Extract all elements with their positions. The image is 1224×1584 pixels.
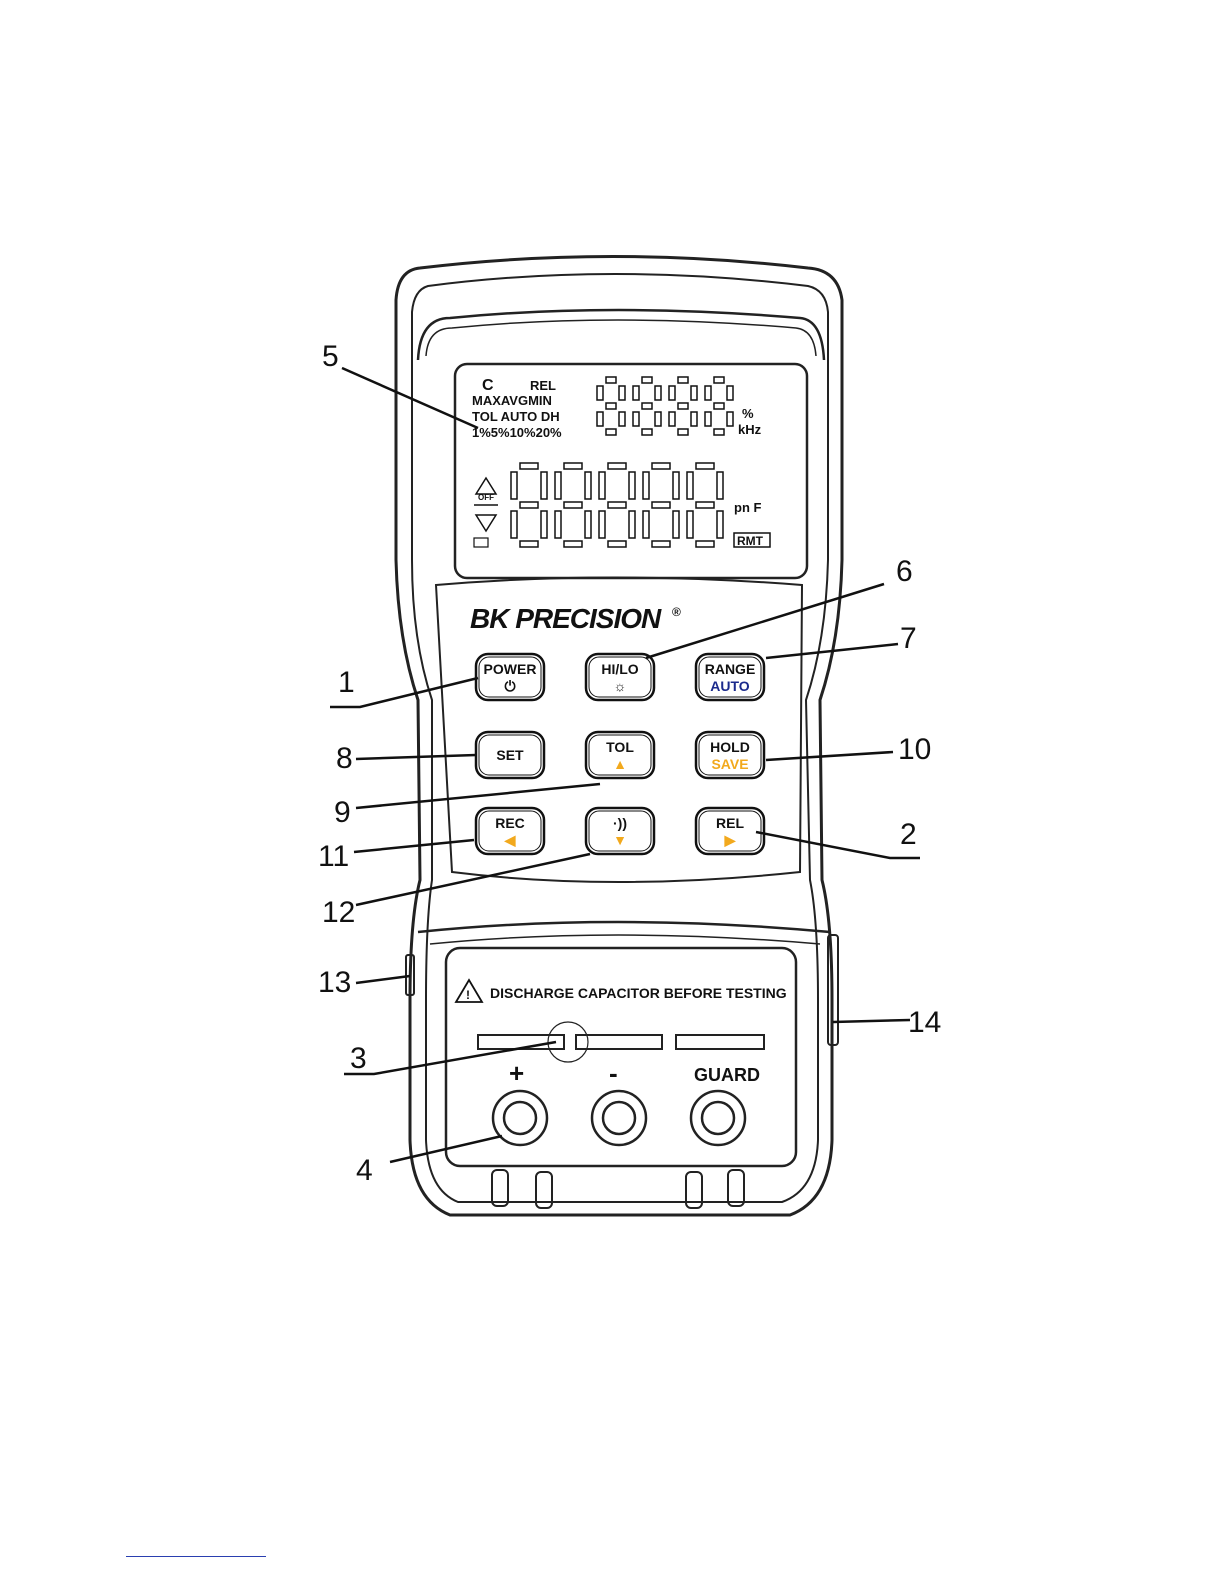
warning-label: ! DISCHARGE CAPACITOR BEFORE TESTING: [456, 980, 787, 1002]
lcd-primary-digit: [511, 463, 547, 547]
rel-button-label: REL: [716, 815, 744, 831]
callout-1: 1: [338, 666, 355, 699]
lcd-unit-farad: pn F: [734, 500, 761, 515]
callout-7: 7: [900, 622, 917, 655]
rel-button[interactable]: REL▶: [696, 808, 764, 854]
terminal-minus-jack: [592, 1091, 646, 1145]
footer-link-underline: [126, 1556, 266, 1557]
callout-8: 8: [336, 742, 353, 775]
callout-4: 4: [356, 1154, 373, 1187]
hilo-button-sub: ☼: [614, 678, 627, 694]
test-slots: [478, 1022, 764, 1062]
lcd-secondary-digit: [669, 377, 697, 435]
lcd-rel: REL: [530, 378, 556, 393]
hold-button-label: HOLD: [710, 739, 750, 755]
lcd-primary-digit: [555, 463, 591, 547]
power-button-sub: ⏻: [504, 678, 515, 694]
power-button[interactable]: POWER⏻: [476, 654, 544, 700]
terminal-guard-jack: [691, 1091, 745, 1145]
set-button[interactable]: SET: [476, 732, 544, 778]
callout-10: 10: [898, 733, 931, 766]
lcd-rmt: RMT: [734, 533, 770, 548]
lcd-tol-row: TOL AUTO DH: [472, 409, 560, 424]
terminal-guard-label: GUARD: [694, 1065, 760, 1085]
callout-5: 5: [322, 340, 339, 373]
lcd-primary-digits: [511, 463, 723, 547]
lcd-primary-digit: [599, 463, 635, 547]
tol-button-sub: ▲: [613, 756, 627, 772]
range-button-sub: AUTO: [710, 678, 750, 694]
brand-registered: ®: [672, 605, 681, 619]
lcd-primary-digit: [643, 463, 679, 547]
callout-13: 13: [318, 966, 351, 999]
brand-logo-text: BK PRECISION: [470, 603, 662, 634]
lcd-unit-khz: kHz: [738, 422, 762, 437]
lcd-unit-percent: %: [742, 406, 754, 421]
warning-text: DISCHARGE CAPACITOR BEFORE TESTING: [490, 985, 787, 1001]
callout-11: 11: [318, 840, 349, 873]
rec-button[interactable]: REC◀: [476, 808, 544, 854]
svg-text:!: !: [466, 988, 470, 1002]
lcd-secondary-digits: [597, 377, 733, 435]
callout-6: 6: [896, 555, 913, 588]
brand-logo: BK PRECISION ®: [470, 603, 681, 634]
beep-button-sub: ▼: [613, 832, 627, 848]
beep-button-label: ·)): [613, 815, 627, 831]
callout-14: 14: [908, 1006, 941, 1039]
terminal-plus-label: +: [509, 1058, 524, 1088]
lcd-secondary-digit: [705, 377, 733, 435]
callout-9: 9: [334, 796, 351, 829]
lcd-secondary-digit: [633, 377, 661, 435]
callout-12: 12: [322, 896, 355, 929]
lcd-up-arrow-icon: [476, 478, 496, 494]
callout-3: 3: [350, 1042, 367, 1075]
callout-2: 2: [900, 818, 917, 851]
terminal-jacks: [493, 1091, 745, 1145]
svg-text:RMT: RMT: [737, 534, 764, 548]
hilo-button-label: HI/LO: [601, 661, 638, 677]
lcd-percent-row: 1%5%10%20%: [472, 425, 562, 440]
rec-button-label: REC: [495, 815, 525, 831]
lcd-stats: MAXAVGMIN: [472, 393, 552, 408]
set-button-label: SET: [496, 747, 524, 763]
lcd-primary-digit: [687, 463, 723, 547]
lcd-battery-icon: [474, 538, 488, 547]
beep-button[interactable]: ·))▼: [586, 808, 654, 854]
hold-button-sub: SAVE: [711, 756, 748, 772]
lcd-mode: C: [482, 377, 494, 394]
rel-button-sub: ▶: [724, 832, 737, 848]
rec-button-sub: ◀: [504, 832, 516, 848]
lcd-display: C REL MAXAVGMIN TOL AUTO DH 1%5%10%20% %…: [455, 364, 807, 578]
power-button-label: POWER: [484, 661, 537, 677]
tol-button-label: TOL: [606, 739, 634, 755]
tol-button[interactable]: TOL▲: [586, 732, 654, 778]
lcd-down-arrow-icon: [476, 515, 496, 531]
terminal-minus-label: -: [609, 1058, 618, 1088]
hilo-button[interactable]: HI/LO☼: [586, 654, 654, 700]
range-button-label: RANGE: [705, 661, 756, 677]
lcd-secondary-digit: [597, 377, 625, 435]
